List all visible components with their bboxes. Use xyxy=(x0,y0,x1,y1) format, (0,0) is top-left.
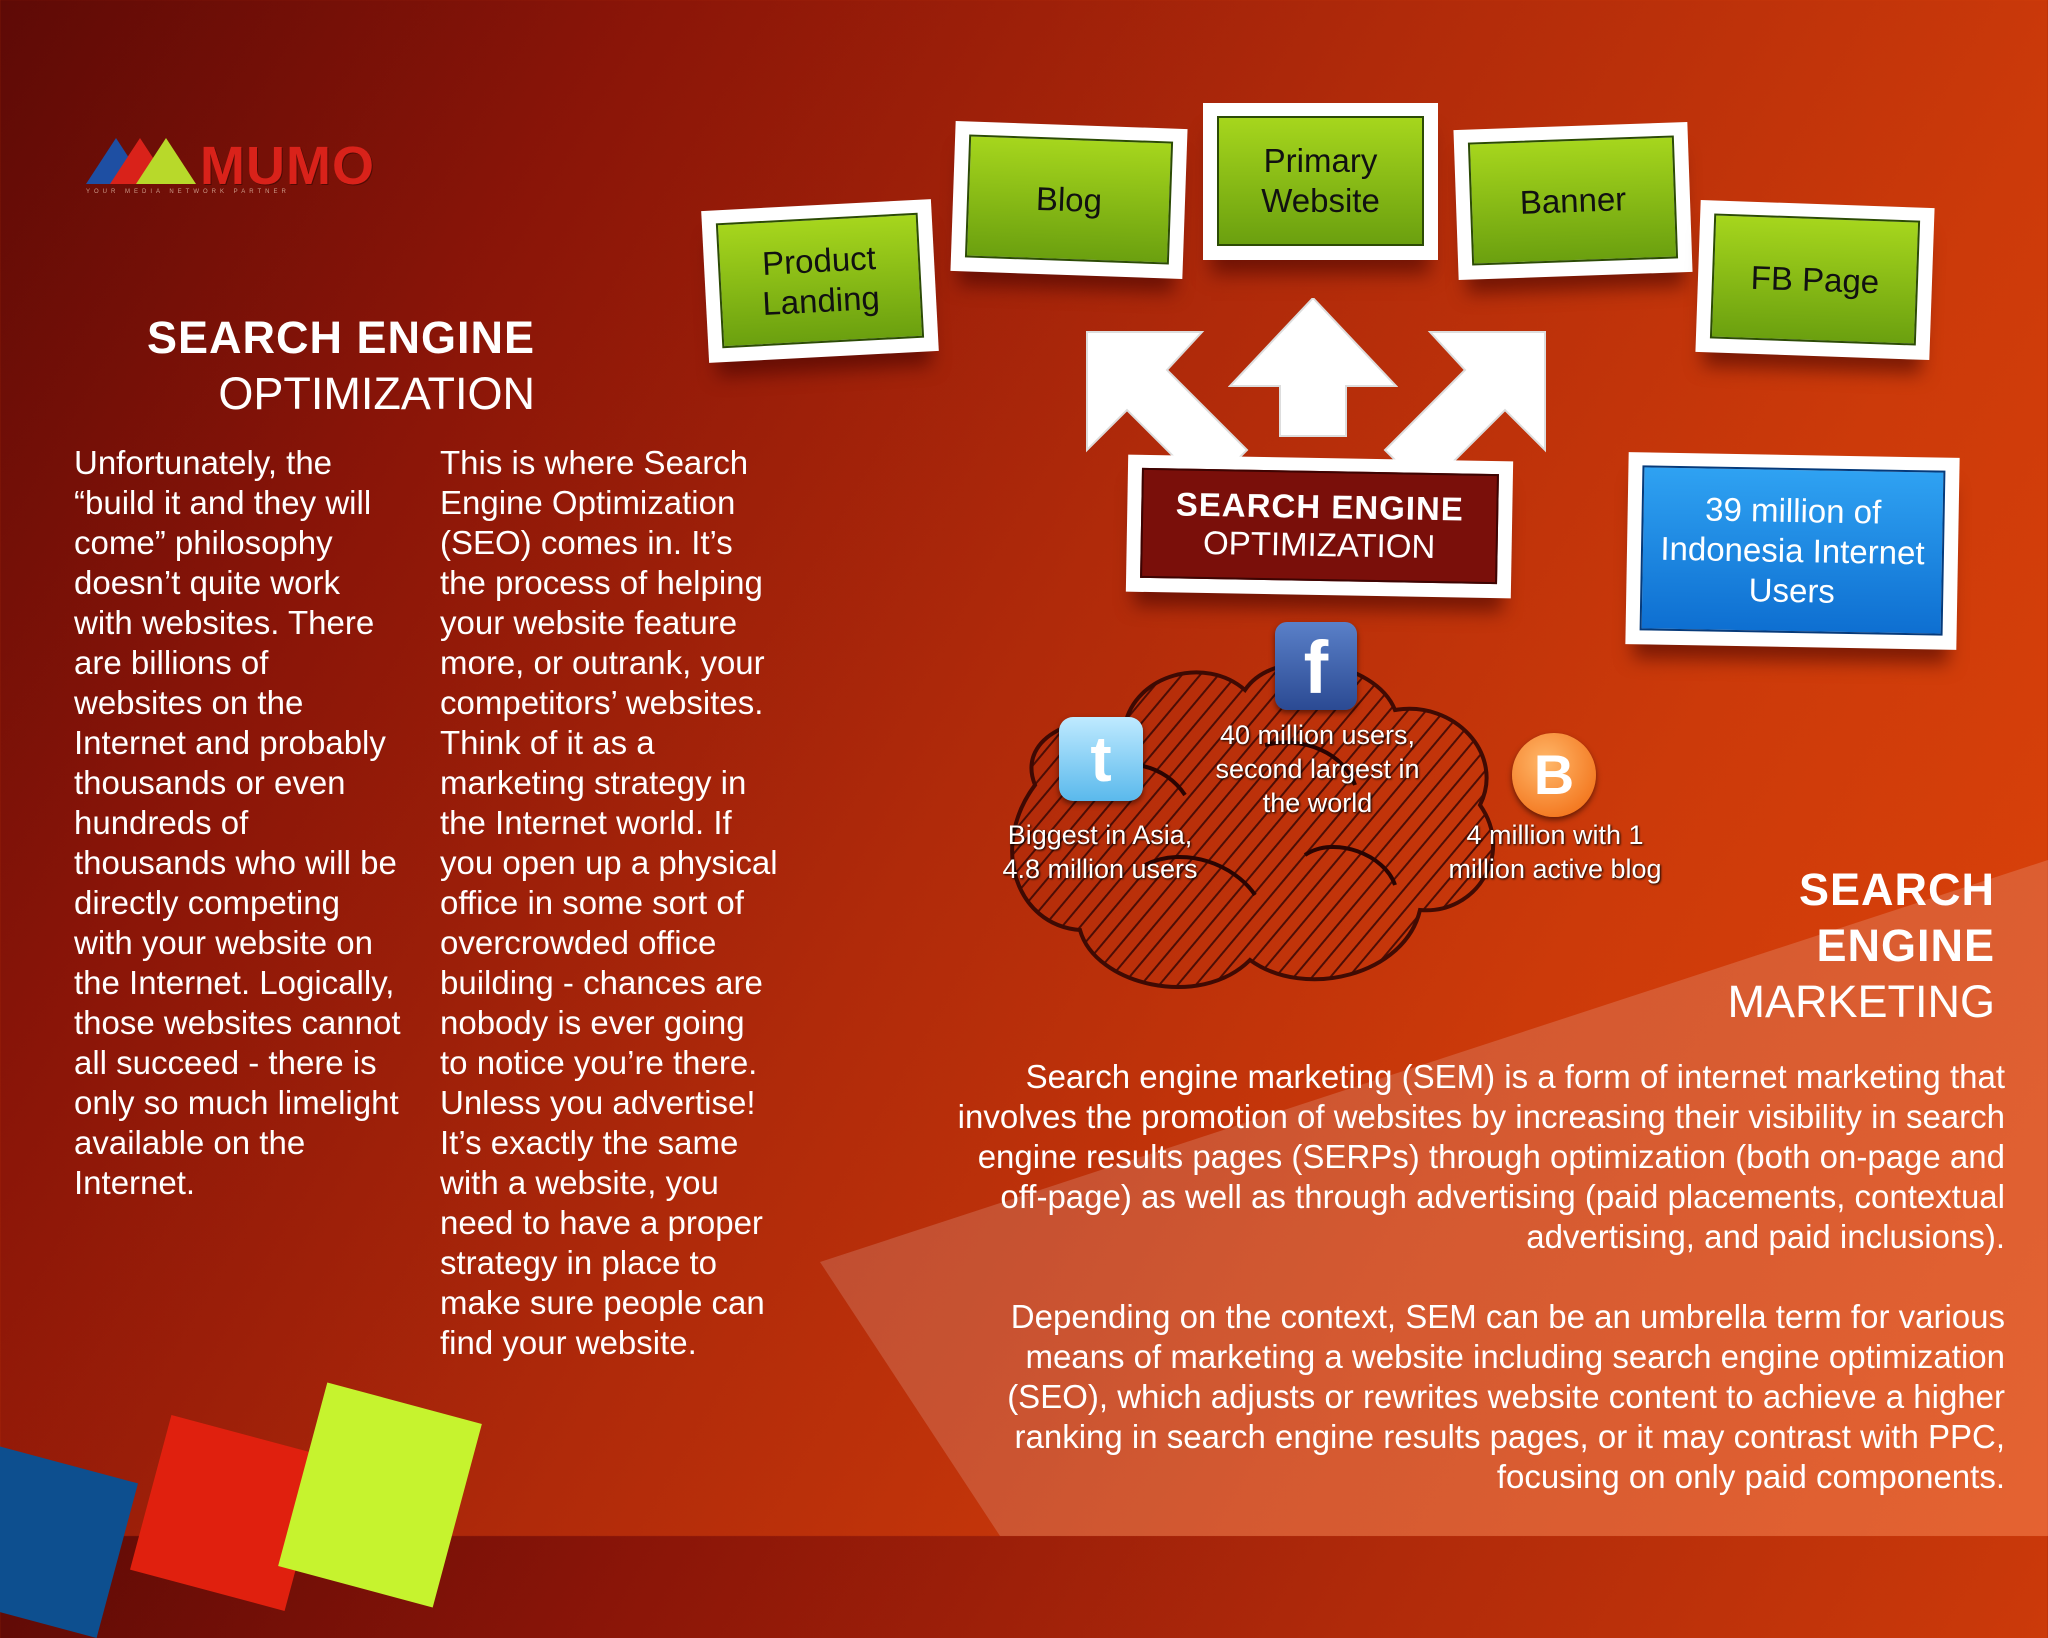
logo-tagline: YOUR MEDIA NETWORK PARTNER xyxy=(86,189,290,195)
seo-column-1: Unfortunately, the “build it and they wi… xyxy=(74,444,401,1201)
sign-blog: Blog xyxy=(950,120,1188,280)
sign-banner-label: Banner xyxy=(1467,135,1679,266)
blogger-caption: 4 million with 1 million active blog xyxy=(1448,820,1662,884)
logo-text: MUMO xyxy=(200,136,375,196)
sign-banner: Banner xyxy=(1453,121,1693,281)
logo-mark-icon xyxy=(86,138,196,184)
sign-product-landing-label: Product Landing xyxy=(715,212,925,349)
sem-title-line1: SEARCH xyxy=(1798,864,1995,915)
twitter-caption: Biggest in Asia, 4.8 million users xyxy=(1002,820,1198,884)
sign-seo-light: OPTIMIZATION xyxy=(1202,523,1436,566)
sign-fb-page: FB Page xyxy=(1695,199,1935,361)
sem-paragraph-2: Depending on the context, SEM can be an … xyxy=(1007,1298,2005,1495)
sign-internet-users: 39 million of Indonesia Internet Users xyxy=(1625,452,1960,650)
seo-title-light: OPTIMIZATION xyxy=(218,368,535,419)
facebook-icon: f xyxy=(1275,622,1357,710)
sign-search-engine-optimization: SEARCH ENGINE OPTIMIZATION xyxy=(1125,454,1514,599)
seo-column-2: This is where Search Engine Optimization… xyxy=(440,444,778,1361)
sign-internet-users-label: 39 million of Indonesia Internet Users xyxy=(1639,465,1946,636)
sign-seo-face: SEARCH ENGINE OPTIMIZATION xyxy=(1140,467,1499,585)
sign-fb-page-label: FB Page xyxy=(1709,213,1921,346)
sem-title-light: MARKETING xyxy=(1727,976,1995,1027)
sign-primary-website-label: Primary Website xyxy=(1217,116,1424,246)
decor-square-blue xyxy=(0,1442,138,1638)
sign-blog-label: Blog xyxy=(964,134,1174,265)
twitter-icon: t xyxy=(1059,717,1143,801)
decor-square-lime xyxy=(278,1382,482,1608)
arrow-up-icon xyxy=(1228,298,1398,437)
sign-product-landing: Product Landing xyxy=(701,199,939,363)
facebook-caption: 40 million users, second largest in the … xyxy=(1215,720,1420,818)
blogger-icon: B xyxy=(1512,733,1596,817)
sign-primary-website: Primary Website xyxy=(1203,103,1438,260)
seo-title-bold: SEARCH ENGINE xyxy=(146,312,535,363)
sem-title-line2: ENGINE xyxy=(1816,920,1995,971)
sem-paragraph-1: Search engine marketing (SEM) is a form … xyxy=(957,1058,2005,1255)
sign-seo-bold: SEARCH ENGINE xyxy=(1175,485,1465,528)
